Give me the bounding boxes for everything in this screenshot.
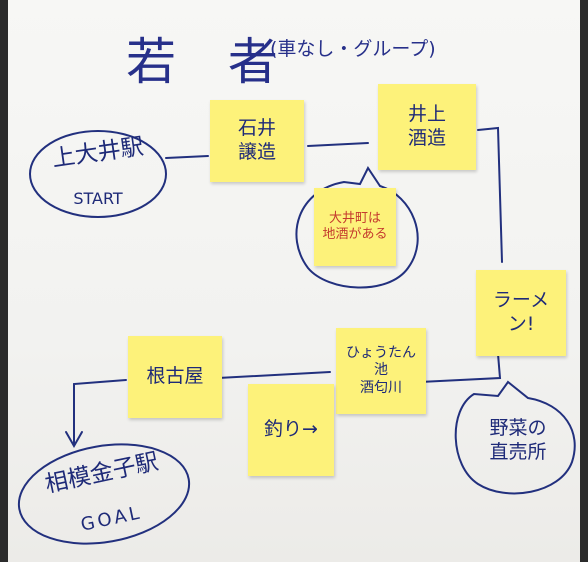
arrow-head: [65, 431, 83, 449]
start-bubble: [29, 130, 167, 218]
start-station: 上大井駅 START: [30, 134, 166, 210]
page-title: 若 者: [126, 33, 296, 91]
note-oimachi: 大井町は 地酒がある: [314, 188, 396, 266]
note-yasai: 野菜の 直売所: [489, 417, 547, 463]
note-nekoya: 根古屋: [128, 336, 222, 418]
goal-station: 相模金子駅 GOAL: [26, 448, 186, 538]
line-hyoutan-nekoya: [217, 371, 331, 379]
whiteboard: 若 者 (車なし・グループ) 上大井駅 START 石井 譲造 井上 酒造 大井…: [8, 0, 580, 562]
oimachi-bubble: [295, 166, 419, 289]
note-tsuri: 釣り→: [248, 384, 334, 476]
goal-bubble: [17, 443, 191, 545]
note-ishii: 石井 譲造: [210, 100, 304, 182]
note-inoue: 井上 酒造: [378, 84, 476, 170]
line-start-ishii: [165, 155, 209, 159]
page-subtitle: (車なし・グループ): [270, 38, 436, 60]
line-ishii-inoue: [307, 142, 369, 147]
note-hyoutan: ひょうたん 池 酒匂川: [336, 328, 426, 414]
line-ramen-hyoutan: [419, 353, 502, 383]
line-nekoya-goal: [73, 379, 127, 445]
goal-station-name: 相模金子駅: [42, 448, 161, 498]
start-label: START: [73, 188, 123, 208]
start-station-name: 上大井駅: [50, 133, 146, 173]
note-ramen: ラーメン!: [476, 270, 566, 356]
connection-lines: [17, 126, 576, 545]
yasai-bubble: [454, 380, 576, 495]
goal-label: GOAL: [78, 501, 144, 536]
line-inoue-ramen: [477, 126, 503, 263]
